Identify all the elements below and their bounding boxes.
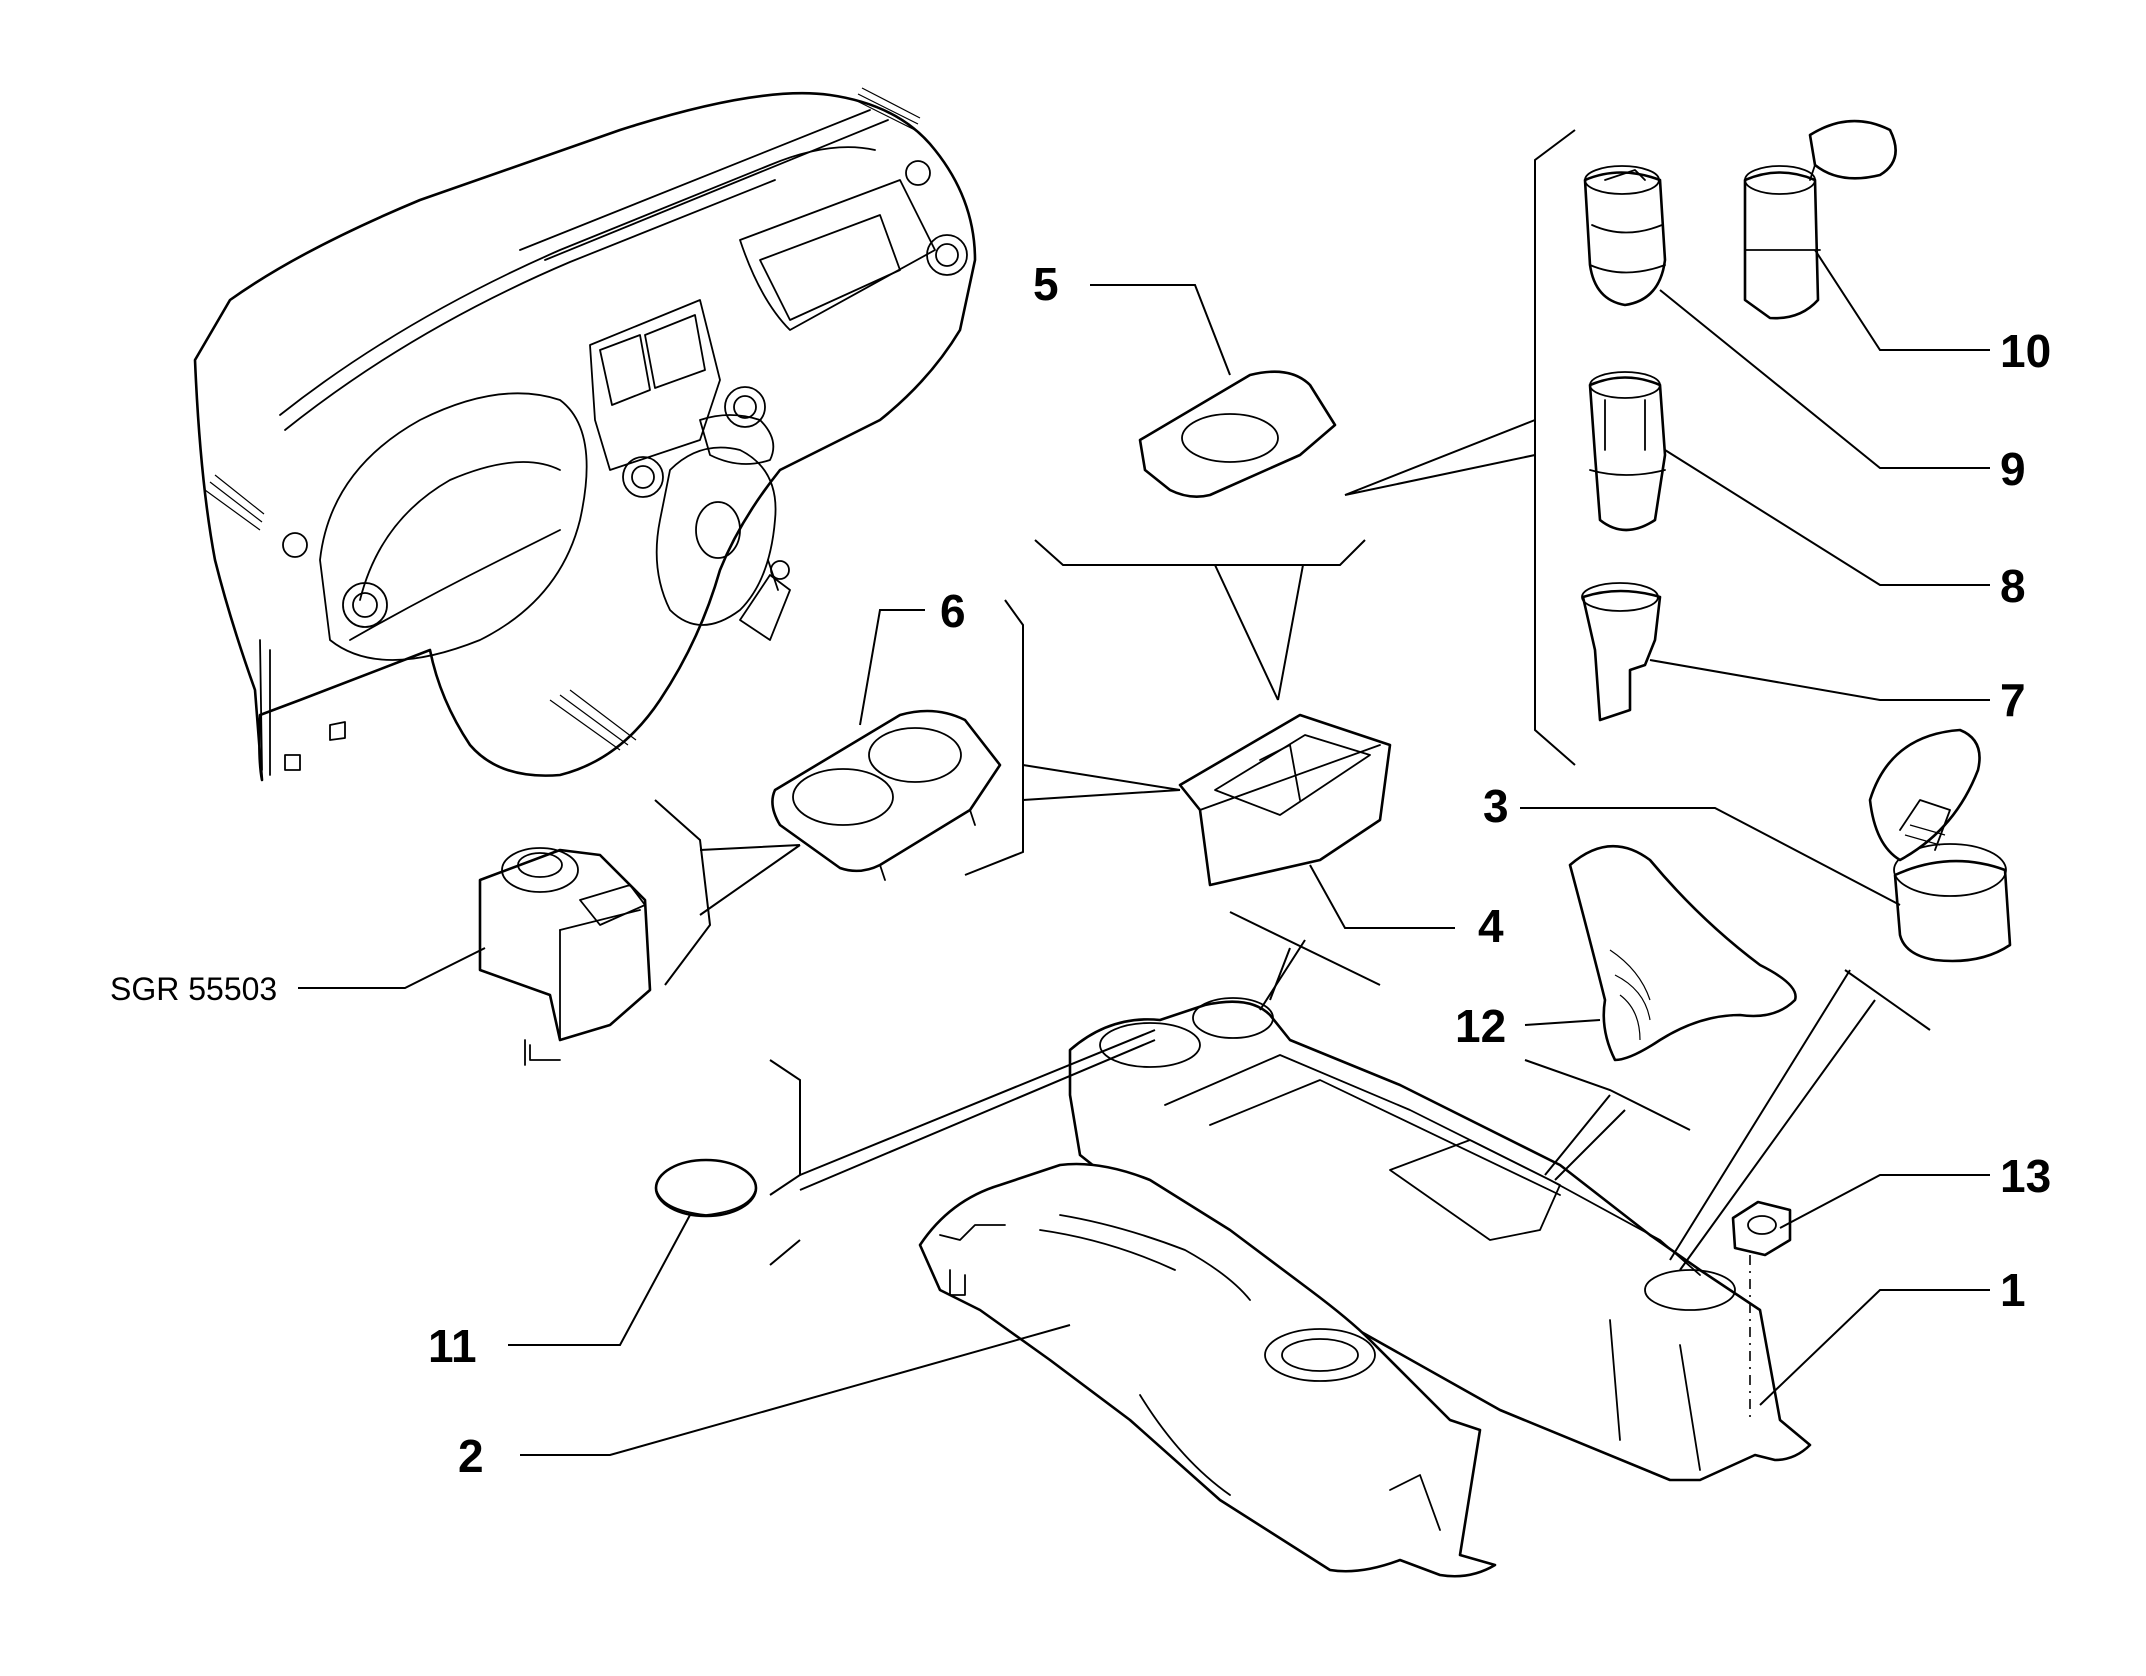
callout-13: 13 [2000, 1150, 2051, 1202]
callout-7: 7 [2000, 674, 2026, 726]
part-1-center-console [1068, 997, 1812, 1482]
part-4-storage-box [1178, 713, 1392, 887]
part-10-socket-with-cap [1743, 119, 1897, 320]
callout-3: 3 [1483, 780, 1509, 832]
callout-leader-lines [298, 249, 1990, 1456]
leader-4 [1309, 864, 1455, 929]
reference-code-label: SGR 55503 [110, 971, 277, 1007]
part-2-console-lower [918, 1162, 1497, 1578]
leader-3 [1520, 807, 1901, 906]
part-3-ashtray [1868, 728, 2012, 963]
part-6-cover [771, 709, 1002, 881]
callout-2: 2 [458, 1430, 484, 1482]
callout-12: 12 [1455, 1000, 1506, 1052]
leader-1 [1759, 1289, 1990, 1406]
dashboard-illustration [193, 87, 977, 782]
leader-10 [1814, 249, 1990, 351]
callout-4: 4 [1478, 900, 1504, 952]
leader-sgr [298, 947, 486, 989]
callout-8: 8 [2000, 560, 2026, 612]
leader-12 [1524, 1019, 1601, 1026]
callout-9: 9 [2000, 443, 2026, 495]
part-5-cover [1138, 370, 1337, 498]
callout-11: 11 [428, 1320, 477, 1372]
leader-6 [859, 609, 925, 726]
leader-13 [1779, 1174, 1990, 1229]
part-7-socket-sleeve [1581, 582, 1662, 722]
leader-9 [1659, 289, 1990, 469]
callout-labels: 1 2 3 4 5 6 7 8 9 10 11 12 13 SGR 55503 [110, 258, 2051, 1482]
leader-7 [1649, 659, 1990, 701]
part-12-gear-boot [1568, 844, 1797, 1062]
part-8-socket [1588, 371, 1667, 532]
callout-6: 6 [940, 585, 966, 637]
part-13-nut [1731, 1200, 1792, 1257]
callout-5: 5 [1033, 258, 1059, 310]
leader-11 [508, 1214, 691, 1346]
leader-5 [1090, 284, 1231, 376]
callout-10: 10 [2000, 325, 2051, 377]
part-11-cap [654, 1158, 758, 1218]
leader-2 [520, 1324, 1071, 1456]
leader-8 [1664, 449, 1990, 586]
group-bracket-lines [654, 129, 1931, 1420]
switch-unit [478, 847, 652, 1066]
callout-1: 1 [2000, 1264, 2026, 1316]
part-9-lighter [1583, 165, 1667, 307]
